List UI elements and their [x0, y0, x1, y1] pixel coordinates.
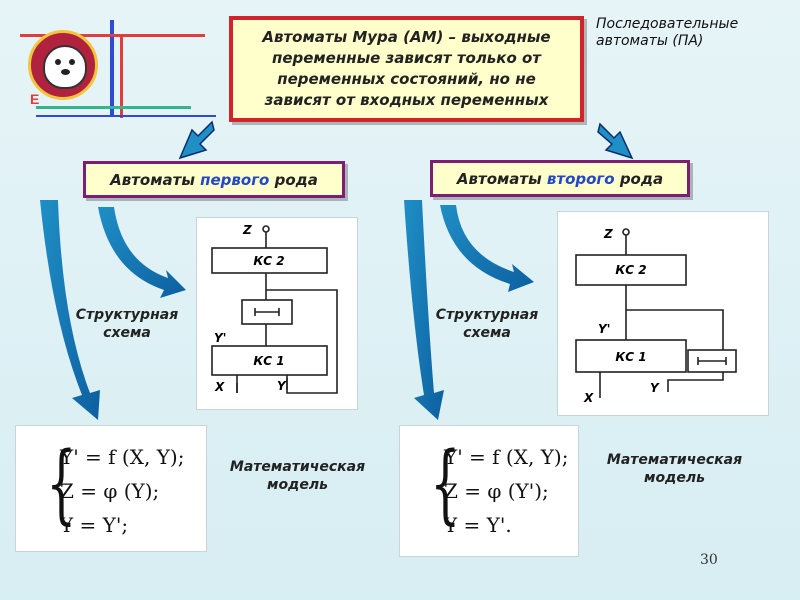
- right-short-curved-arrow: [440, 205, 534, 292]
- brace-icon: {: [46, 434, 77, 534]
- page-number: 30: [700, 552, 718, 568]
- diagram2-y-label: Y: [650, 381, 660, 395]
- definition-line-3: переменных состояний, но не: [277, 70, 536, 88]
- equation-1-1: Y' = f (X, Y);: [60, 445, 185, 469]
- dog-face-icon: [43, 45, 87, 89]
- diagram1-z-label: Z: [242, 223, 252, 237]
- section-caption: Последовательные автоматы (ПА): [596, 16, 796, 50]
- decor-line-horizontal-blue: [36, 115, 216, 117]
- second-kind-suffix: рода: [619, 169, 664, 188]
- decor-line-horizontal-green: [36, 106, 191, 109]
- diagram2-top-block: КС 2: [615, 263, 646, 277]
- structural-label-left: Структурная схема: [62, 306, 192, 342]
- first-kind-prefix: Автоматы: [110, 170, 195, 189]
- math-label-right-line-1: Математическая: [606, 452, 743, 468]
- structure-diagram-second-kind: Z КС 2 Y' КС 1 X Y: [557, 211, 769, 416]
- math-label-left: Математическая модель: [215, 458, 380, 494]
- diagram-second-kind-svg: Z КС 2 Y' КС 1 X Y: [575, 227, 737, 405]
- math-label-left-line-2: модель: [267, 477, 328, 493]
- decor-line-vertical-red: [120, 35, 123, 118]
- decor-line-vertical-blue: [110, 20, 114, 115]
- down-left-arrow-icon: [178, 120, 215, 160]
- math-label-right: Математическая модель: [592, 451, 757, 487]
- left-short-curved-arrow: [98, 207, 186, 298]
- structural-label-right: Структурная схема: [422, 306, 552, 342]
- equations-second-kind: { Y' = f (X, Y); Z = φ (Y'); Y = Y'.: [399, 425, 579, 557]
- equations-first-kind: { Y' = f (X, Y); Z = φ (Y); Y = Y';: [15, 425, 207, 552]
- math-label-left-line-1: Математическая: [229, 459, 366, 475]
- section-caption-line-2: автоматы (ПА): [596, 33, 704, 49]
- structural-label-left-line-1: Структурная: [75, 307, 179, 323]
- diagram2-z-label: Z: [603, 227, 613, 241]
- structural-label-left-line-2: схема: [103, 325, 151, 341]
- diagram-first-kind-svg: Z КС 2 Y' КС 1 X Y: [211, 223, 338, 394]
- diagram1-x-label: X: [214, 380, 225, 394]
- structure-diagram-first-kind: Z КС 2 Y' КС 1 X Y: [196, 217, 358, 410]
- definition-line-1: Автоматы Мура (АМ) – выходные: [262, 28, 551, 46]
- down-right-arrow-icon: [597, 122, 634, 160]
- mascot-logo: [28, 30, 98, 100]
- first-kind-suffix: рода: [274, 170, 318, 189]
- equation-2-3: Y = Y'.: [444, 513, 512, 537]
- diagram1-y-label: Y: [277, 379, 287, 393]
- logo-letter: E: [30, 91, 40, 107]
- definition-box: Автоматы Мура (АМ) – выходные переменные…: [229, 16, 584, 122]
- diagram2-bottom-block: КС 1: [615, 350, 646, 364]
- right-long-curved-arrow: [404, 200, 444, 420]
- first-kind-highlight: первого: [200, 170, 270, 189]
- diagram2-x-label: X: [583, 391, 594, 405]
- math-label-right-line-2: модель: [644, 470, 705, 486]
- left-long-curved-arrow: [40, 200, 100, 420]
- diagram1-bottom-block: КС 1: [253, 354, 284, 368]
- equation-2-1: Y' = f (X, Y);: [444, 445, 569, 469]
- decor-line-horizontal-red: [20, 34, 205, 37]
- second-kind-highlight: второго: [546, 169, 615, 188]
- first-kind-box: Автоматы первого рода: [83, 161, 345, 198]
- section-caption-line-1: Последовательные: [596, 16, 739, 32]
- brace-icon: {: [430, 434, 461, 534]
- equation-1-3: Y = Y';: [60, 513, 129, 537]
- definition-line-2: переменные зависят только от: [271, 49, 541, 67]
- structural-label-right-line-2: схема: [463, 325, 511, 341]
- structural-label-right-line-1: Структурная: [435, 307, 539, 323]
- diagram1-y-prime-label: Y': [214, 331, 226, 345]
- diagram1-top-block: КС 2: [253, 254, 284, 268]
- second-kind-prefix: Автоматы: [456, 169, 542, 188]
- diagram2-y-prime-label: Y': [598, 322, 610, 336]
- equation-1-2: Z = φ (Y);: [60, 479, 160, 503]
- second-kind-box: Автоматы второго рода: [430, 160, 690, 197]
- equation-2-2: Z = φ (Y');: [444, 479, 549, 503]
- definition-line-4: зависят от входных переменных: [264, 91, 549, 109]
